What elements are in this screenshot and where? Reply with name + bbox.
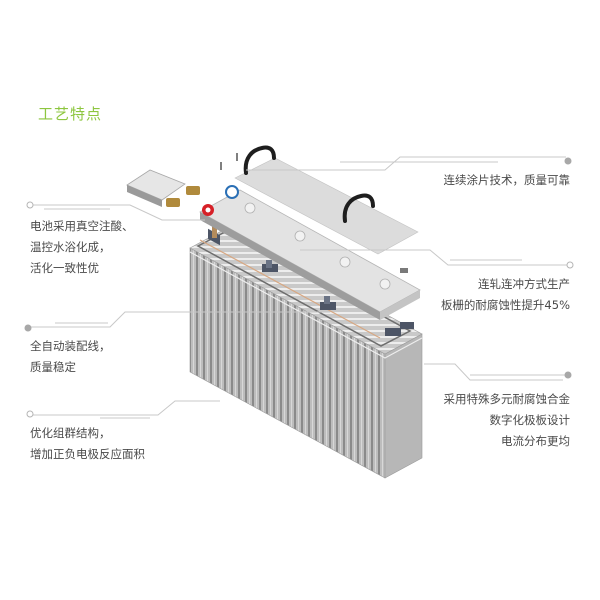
negative-terminal-icon: [225, 185, 239, 199]
feature-continuous-rolling: 连轧连冲方式生产 板栅的耐腐蚀性提升45%: [440, 277, 570, 312]
feature-special-alloy: 采用特殊多元耐腐蚀合金 数字化极板设计 电流分布更均: [443, 392, 571, 448]
section-title: 工艺特点: [38, 105, 103, 123]
cell-connectors: [208, 224, 414, 336]
feature-continuous-coating: 连续涂片技术，质量可靠: [443, 173, 571, 187]
battery-lid: [199, 157, 421, 320]
feature-vacuum-acid-filling: 电池采用真空注酸、 温控水浴化成， 活化一致性优: [30, 219, 134, 275]
handles: [243, 145, 375, 223]
leader-lines-left: [24, 201, 330, 419]
feature-automated-assembly: 全自动装配线， 质量稳定: [30, 339, 111, 374]
feature-optimized-group-structure: 优化组群结构， 增加正负电极反应面积: [30, 426, 145, 461]
battery-container: [189, 227, 423, 479]
leader-lines-right: [246, 156, 574, 381]
terminals: [166, 153, 239, 216]
